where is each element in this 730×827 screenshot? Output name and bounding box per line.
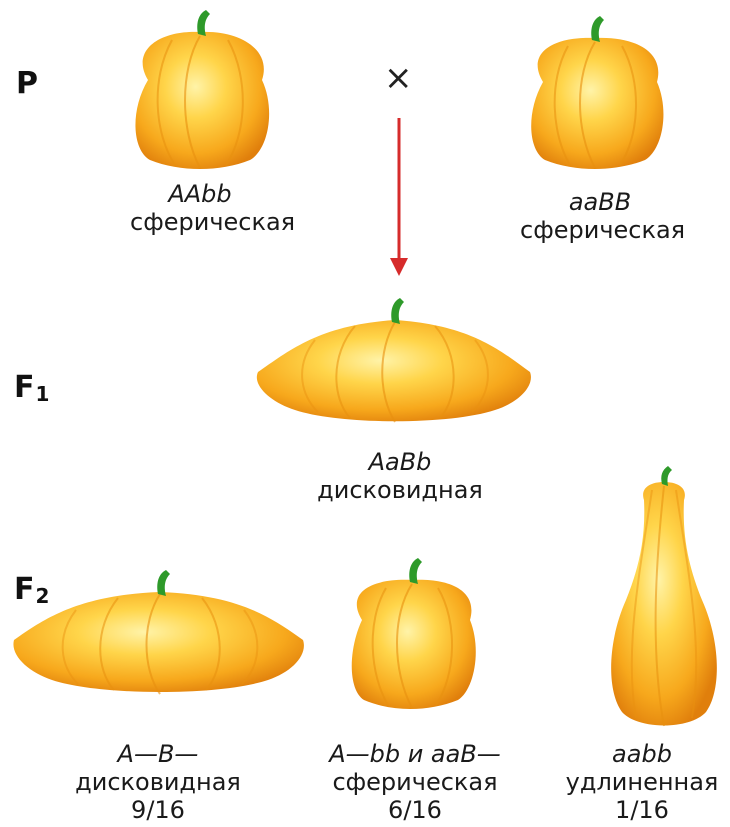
f2-disc-ratio: 9/16 [58,796,258,824]
generation-p-label: P [16,66,38,101]
f2-spherical-ratio: 6/16 [300,796,530,824]
f2-spherical-phenotype: сферическая [300,768,530,796]
f2-elongated-pumpkin [611,466,717,726]
f2-spherical-pumpkin [352,558,476,709]
generation-f2-subscript: 2 [36,584,50,608]
parent-1-spherical-pumpkin [135,10,269,169]
f2-elongated-genotype: aabb [562,740,722,768]
f2-elongated-ratio: 1/16 [562,796,722,824]
f2-elongated-phenotype: удлиненная [562,768,722,796]
f1-genotype: AaBb [310,448,490,476]
f1-disc-pumpkin [257,298,531,422]
parent-2-phenotype: сферическая [520,216,680,244]
generation-f2-label: F2 [14,572,49,608]
parent-1-genotype: AAbb [130,180,270,208]
parent-2-genotype: aaBB [520,188,680,216]
generation-p-letter: P [16,66,38,101]
generation-f1-subscript: 1 [36,382,50,406]
parent-1-label: AAbb сферическая [130,180,270,236]
cross-arrow [390,118,408,276]
f2-spherical-genotype: A—bb и aaB— [300,740,530,768]
f2-disc-genotype: A—B— [58,740,258,768]
f2-disc-phenotype: дисковидная [58,768,258,796]
f2-disc-pumpkin [13,570,303,694]
generation-f1-label: F1 [14,370,49,406]
f2-elongated-label: aabb удлиненная 1/16 [562,740,722,824]
generation-f2-letter: F [14,572,35,607]
f1-label: AaBb дисковидная [310,448,490,504]
parent-2-spherical-pumpkin [531,16,663,169]
f2-disc-label: A—B— дисковидная 9/16 [58,740,258,824]
generation-f1-letter: F [14,370,35,405]
parent-1-phenotype: сферическая [130,208,270,236]
cross-symbol: × [384,58,413,98]
parent-2-label: aaBB сферическая [520,188,680,244]
f1-phenotype: дисковидная [310,476,490,504]
f2-spherical-label: A—bb и aaB— сферическая 6/16 [300,740,530,824]
